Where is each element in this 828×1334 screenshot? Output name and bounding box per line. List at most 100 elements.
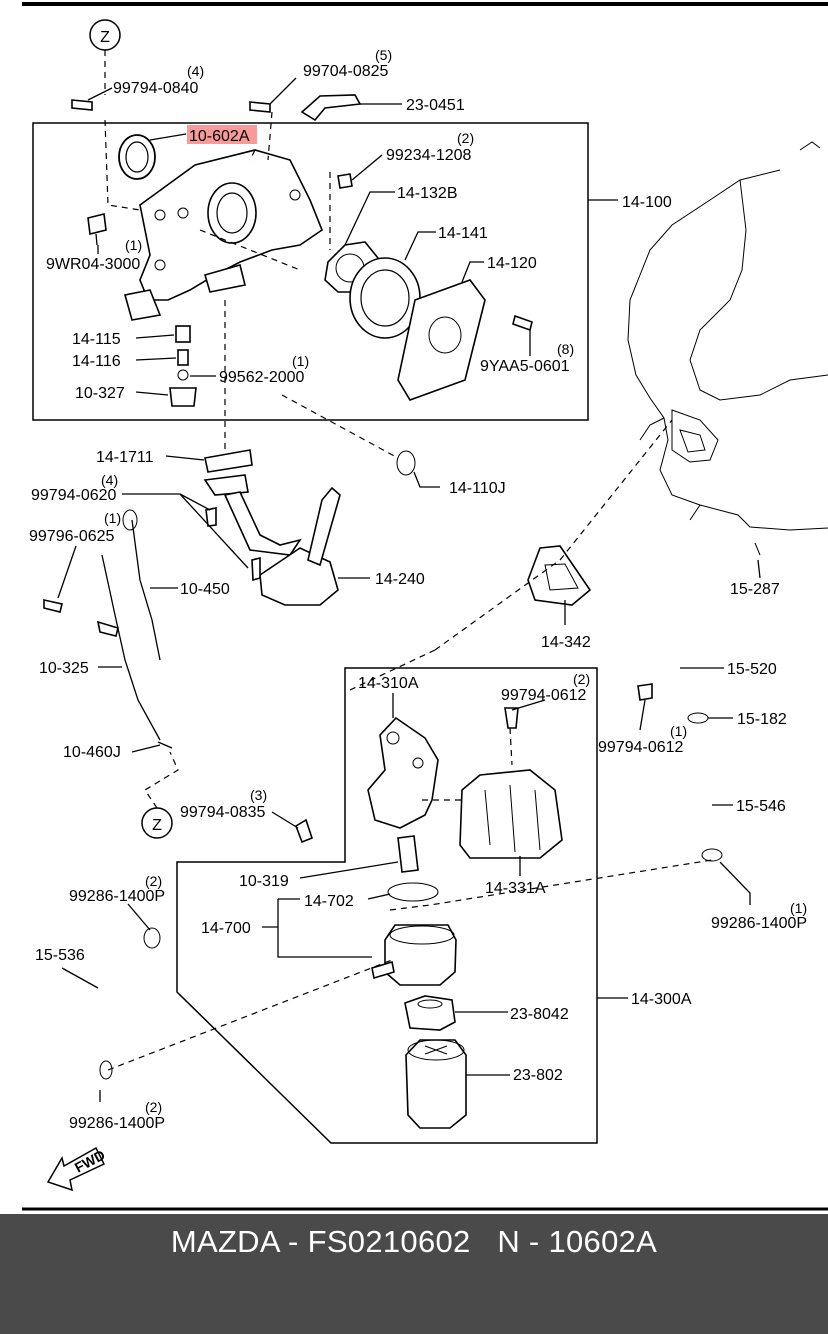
bolt-99794-0835 — [295, 818, 313, 844]
bolt-99794-0620 — [205, 507, 217, 527]
label-14-700: 14-700 — [201, 920, 251, 937]
part-number-caption: MAZDA - FS0210602 N - 10602A — [170, 1224, 658, 1259]
label-14-141: 14-141 — [438, 225, 488, 242]
qty-99562-2000: (1) — [292, 353, 309, 369]
label-99286-1400P-c: 99286-1400P — [69, 1115, 165, 1132]
cover-14-120 — [397, 279, 486, 401]
oil-cooler-14-700 — [371, 924, 457, 986]
view-marker-z-top: Z — [89, 19, 121, 51]
label-15-546: 15-546 — [736, 798, 786, 815]
label-14-1711: 14-1711 — [96, 449, 154, 466]
label-99562-2000: 99562-2000 — [219, 369, 305, 386]
label-99794-0612-a: 99794-0612 — [501, 687, 587, 704]
qty-99234-1208: (2) — [457, 130, 474, 146]
oil-seal-10-602A — [118, 134, 156, 180]
gasket-14-342 — [527, 545, 592, 606]
label-99794-0612-b: 99794-0612 — [598, 739, 684, 756]
union-bolt-23-8042 — [404, 995, 456, 1031]
label-99794-0620: 99794-0620 — [31, 487, 117, 504]
hose-15-536 — [59, 947, 141, 1081]
qty-99794-0840: (4) — [187, 63, 204, 79]
label-99234-1208: 99234-1208 — [386, 147, 472, 164]
label-15-287: 15-287 — [730, 581, 780, 598]
spring-14-116 — [177, 349, 189, 366]
assembly-box-14-300A — [176, 667, 598, 1144]
clamp-99286-bottom-left — [99, 1060, 113, 1080]
label-14-100: 14-100 — [622, 194, 672, 211]
qty-9YAA5-0601: (8) — [557, 341, 574, 357]
pipe-23-0451 — [300, 94, 362, 122]
parts-diagram: Z Z — [22, 2, 828, 1211]
part-number-footer: MAZDA - FS0210602 N - 10602A — [0, 1214, 828, 1334]
filter-housing-14-310A — [367, 716, 439, 829]
clamp-99286-top-left — [143, 927, 161, 949]
label-99794-0835: 99794-0835 — [180, 804, 266, 821]
view-marker-z-bottom: Z — [141, 807, 173, 839]
label-14-116: 14-116 — [72, 353, 121, 370]
o-ring-14-702 — [387, 882, 439, 902]
oil-filter-23-802 — [405, 1039, 467, 1129]
clamp-15-182 — [687, 712, 709, 724]
o-ring-10-460J — [157, 741, 173, 749]
qty-99794-0612-b: (1) — [670, 723, 687, 739]
plug-10-327 — [169, 387, 197, 407]
label-14-240: 14-240 — [375, 571, 425, 588]
bolt-99794-0840 — [71, 99, 93, 111]
screw-9YAA5 — [512, 314, 533, 332]
heat-shield-14-331A — [459, 769, 563, 859]
ring-99562 — [177, 369, 189, 381]
label-99286-1400P-b: 99286-1400P — [711, 915, 807, 932]
qty-99796-0625: (1) — [104, 510, 121, 526]
qty-99704-0825: (5) — [375, 47, 392, 63]
qty-99794-0612-a: (2) — [573, 671, 590, 687]
plug-9WR04 — [87, 213, 107, 235]
qty-99286-1400P-b: (1) — [790, 900, 807, 916]
view-marker-z-bottom-text: Z — [152, 817, 162, 834]
label-99796-0625: 99796-0625 — [29, 528, 115, 545]
label-99794-0840: 99794-0840 — [113, 80, 199, 97]
qty-9WR04-3000: (1) — [125, 237, 142, 253]
label-15-182: 15-182 — [737, 711, 787, 728]
o-ring-15-287 — [754, 542, 761, 556]
bolt-99796-0625 — [43, 599, 63, 613]
oil-pump-body — [123, 149, 323, 321]
bolt-99704-0825 — [249, 101, 271, 113]
label-10-325: 10-325 — [39, 660, 89, 677]
label-9YAA5-0601: 9YAA5-0601 — [480, 358, 570, 375]
label-14-110J: 14-110J — [449, 480, 506, 497]
label-23-0451: 23-0451 — [406, 97, 465, 114]
label-14-331A: 14-331A — [485, 880, 546, 897]
label-10-460J: 10-460J — [63, 744, 121, 761]
label-14-300A: 14-300A — [631, 991, 692, 1008]
plunger-14-115 — [175, 325, 191, 343]
label-10-602A: 10-602A — [189, 128, 250, 145]
pin-99234 — [337, 173, 353, 189]
label-14-120: 14-120 — [487, 255, 537, 272]
label-14-115: 14-115 — [72, 331, 121, 348]
engine-block-outline — [627, 141, 828, 531]
label-14-310A: 14-310A — [358, 675, 419, 692]
fwd-arrow-icon: FWD — [46, 1147, 108, 1192]
view-marker-z-top-text: Z — [100, 29, 110, 46]
label-15-520: 15-520 — [727, 661, 777, 678]
label-14-342: 14-342 — [541, 634, 591, 651]
label-10-450: 10-450 — [180, 581, 230, 598]
part-labels: (4) 99794-0840 (5) 99704-0825 23-0451 10… — [29, 47, 807, 1132]
qty-99794-0835: (3) — [250, 787, 267, 803]
label-9WR04-3000: 9WR04-3000 — [46, 256, 140, 273]
clamp-99286-right — [701, 848, 723, 862]
pipe-10-319 — [397, 835, 419, 873]
qty-99286-1400P-a: (2) — [145, 873, 162, 889]
label-14-702: 14-702 — [304, 893, 354, 910]
label-23-8042: 23-8042 — [510, 1006, 569, 1023]
bolt-99794-0612-side — [637, 683, 653, 701]
assembly-box-14-100 — [32, 122, 589, 421]
label-10-327: 10-327 — [75, 385, 125, 402]
highlight-box — [187, 125, 257, 144]
oil-strainer-14-240 — [203, 474, 341, 606]
label-99286-1400P-a: 99286-1400P — [69, 888, 165, 905]
dipstick-10-450 — [131, 519, 161, 661]
dipstick-tube-10-325 — [101, 554, 161, 741]
leader-lines — [57, 77, 761, 1102]
bolt-99794-0612-top — [504, 707, 519, 729]
